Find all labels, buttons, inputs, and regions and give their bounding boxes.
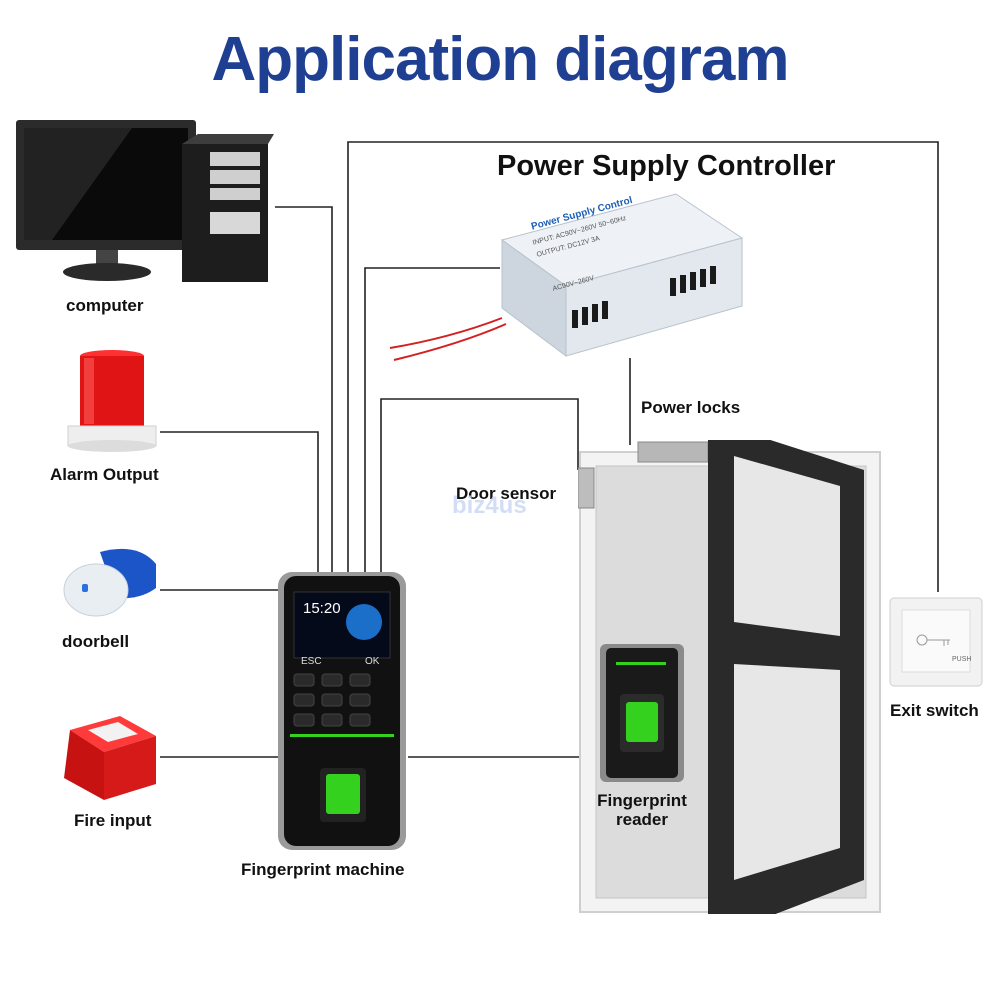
reader-label: Fingerprint reader: [597, 791, 687, 829]
exit-push: PUSH: [952, 656, 972, 663]
computer-icon: [16, 120, 274, 282]
exit-switch: [889, 597, 983, 687]
fire-label: Fire input: [74, 811, 152, 830]
fire-alarm-icon: [64, 716, 156, 800]
watermark: biz4us: [452, 492, 527, 519]
wire-power-supply: [364, 267, 500, 575]
door-frame: [578, 440, 881, 914]
door-sensor-label: Door sensor: [456, 484, 557, 503]
power-locks-label: Power locks: [641, 398, 741, 417]
power-supply-title: Power Supply Controller: [497, 150, 836, 182]
wire-computer: [275, 206, 333, 575]
fingerprint-machine: [278, 572, 406, 850]
doorbell-icon: [63, 548, 156, 617]
wire-alarm: [160, 431, 319, 575]
page-title: Application diagram: [211, 25, 790, 94]
alarm-label: Alarm Output: [50, 465, 159, 484]
power-supply-box: [389, 193, 744, 361]
machine-esc-key: ESC: [301, 656, 322, 667]
doorbell-label: doorbell: [62, 632, 130, 651]
machine-label: Fingerprint machine: [241, 860, 405, 879]
alarm-icon: [67, 350, 157, 452]
wire-exit-switch: [347, 141, 939, 592]
computer-label: computer: [66, 296, 144, 315]
fingerprint-reader: [600, 644, 684, 782]
machine-ok-key: OK: [365, 656, 380, 667]
machine-time: 15:20: [303, 600, 341, 617]
wire-door-sensor: [380, 398, 579, 575]
exit-switch-label: Exit switch: [890, 701, 979, 720]
